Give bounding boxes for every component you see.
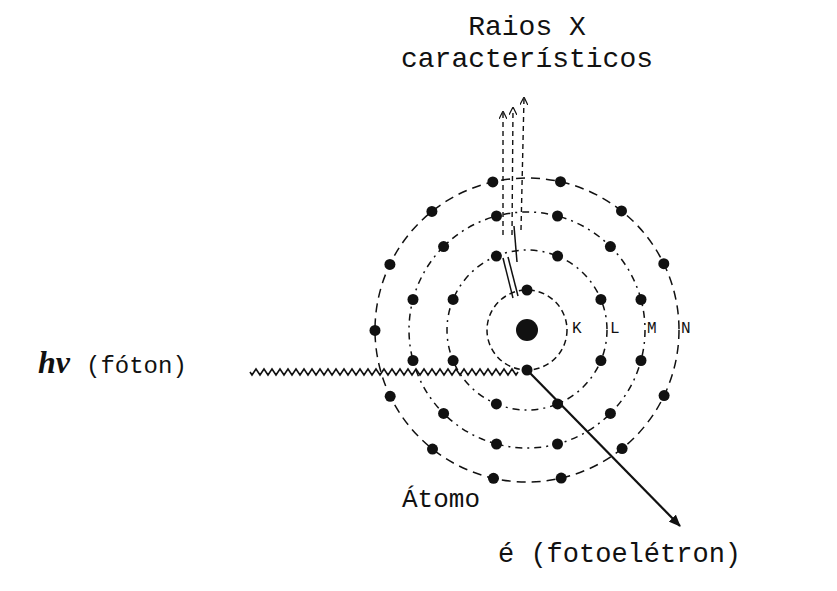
electron <box>448 355 459 366</box>
electron <box>488 473 499 484</box>
shell-label: L <box>609 320 621 338</box>
atom-label: Átomo <box>402 486 480 516</box>
xray-label: Raios X característicos <box>395 12 659 76</box>
xray-arrow <box>512 108 513 235</box>
shell-label: K <box>571 320 583 338</box>
transition-line <box>514 226 517 262</box>
electron <box>438 241 449 252</box>
electron <box>595 355 606 366</box>
photoelectron-label: é (fotoelétron) <box>498 540 741 571</box>
transition-line <box>503 258 513 298</box>
electron <box>491 398 502 409</box>
electron-shell <box>487 290 567 370</box>
electron <box>556 473 567 484</box>
electron <box>408 294 419 305</box>
electron-shell <box>447 250 607 410</box>
electron <box>552 211 563 222</box>
nucleus <box>516 319 538 341</box>
electron <box>552 251 563 262</box>
electron <box>491 211 502 222</box>
electron <box>605 408 616 419</box>
electron <box>658 258 669 269</box>
electron-shell <box>409 212 645 448</box>
electron-shells <box>375 178 679 482</box>
photon-wave <box>250 369 518 375</box>
photoelectron-arrow <box>529 372 680 526</box>
electrons <box>370 176 670 484</box>
electron <box>636 294 647 305</box>
electron <box>384 259 395 270</box>
electron <box>491 439 502 450</box>
electron <box>617 443 628 454</box>
electron <box>448 294 459 305</box>
electron <box>595 294 606 305</box>
xray-arrow <box>521 98 524 230</box>
electron-shell <box>375 178 679 482</box>
shell-label: N <box>680 320 692 338</box>
electron <box>427 444 438 455</box>
electron <box>636 355 647 366</box>
electron <box>491 251 502 262</box>
electron <box>370 325 381 336</box>
electron <box>408 355 419 366</box>
photon-label: (fóton) <box>86 353 187 381</box>
electron <box>438 408 449 419</box>
electron <box>605 241 616 252</box>
shell-label: M <box>646 320 658 338</box>
electron <box>659 390 670 401</box>
electron <box>555 176 566 187</box>
transition-line <box>508 257 518 296</box>
electron <box>385 391 396 402</box>
electron <box>426 206 437 217</box>
electron <box>616 205 627 216</box>
electron <box>552 439 563 450</box>
photon-symbol: hν <box>38 344 70 381</box>
electron <box>522 285 533 296</box>
xray-arrow <box>502 112 503 235</box>
electron <box>487 176 498 187</box>
